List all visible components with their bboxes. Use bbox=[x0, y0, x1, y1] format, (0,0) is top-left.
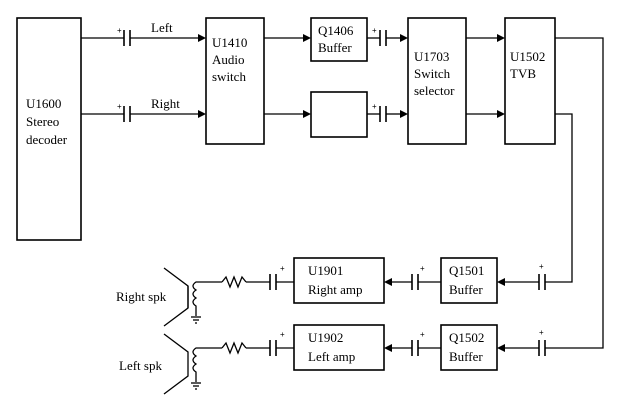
u1703-id: U1703 bbox=[414, 49, 449, 64]
u1600-id: U1600 bbox=[26, 96, 61, 111]
q1502-line2: Buffer bbox=[449, 349, 483, 364]
u1410-id: U1410 bbox=[212, 35, 247, 50]
u1902-id: U1902 bbox=[308, 330, 343, 345]
cap-polarity-q1501: + bbox=[539, 262, 544, 271]
u1600-line2: Stereo bbox=[26, 114, 59, 129]
wire-right-signal: + Right bbox=[81, 96, 206, 122]
right-speaker: Right spk bbox=[116, 267, 204, 327]
wire-u1410-to-q1406 bbox=[264, 34, 311, 42]
right-speaker-label: Right spk bbox=[116, 289, 167, 304]
cap-polarity-u1901: + bbox=[420, 264, 425, 273]
cap-polarity-left: + bbox=[117, 26, 122, 35]
u1502-id: U1502 bbox=[510, 49, 545, 64]
q1406-id: Q1406 bbox=[318, 23, 354, 38]
wire-u1902-to-left-speaker: + bbox=[204, 330, 294, 356]
block-u1703: U1703 Switch selector bbox=[407, 17, 467, 145]
wire-u1410-to-block bbox=[264, 110, 311, 118]
block-unlabeled bbox=[310, 91, 368, 138]
left-speaker-label: Left spk bbox=[119, 358, 162, 373]
u1703-line2: Switch bbox=[414, 66, 451, 81]
u1600-line3: decoder bbox=[26, 132, 68, 147]
block-u1901: U1901 Right amp bbox=[293, 257, 385, 304]
cap-polarity-right-spk: + bbox=[280, 264, 285, 273]
cap-polarity-q1406: + bbox=[372, 26, 377, 35]
wire-u1901-to-right-speaker: + bbox=[204, 264, 294, 290]
u1410-line3: switch bbox=[212, 69, 246, 84]
block-q1406: Q1406 Buffer bbox=[310, 17, 368, 62]
u1410-line2: Audio bbox=[212, 52, 245, 67]
q1502-id: Q1502 bbox=[449, 330, 484, 345]
cap-polarity-right: + bbox=[117, 102, 122, 111]
wire-q1502-to-u1902: + bbox=[384, 330, 441, 356]
q1406-line2: Buffer bbox=[318, 40, 352, 55]
block-q1502: Q1502 Buffer bbox=[440, 324, 498, 371]
cap-polarity-u1902: + bbox=[420, 330, 425, 339]
q1501-line2: Buffer bbox=[449, 282, 483, 297]
u1902-line2: Left amp bbox=[308, 349, 355, 364]
wire-u1703-to-u1502 bbox=[466, 34, 505, 118]
wire-left-signal: + Left bbox=[81, 20, 206, 46]
cap-polarity-block: + bbox=[372, 102, 377, 111]
block-u1902: U1902 Left amp bbox=[293, 324, 385, 371]
wire-q1501-to-u1901: + bbox=[384, 264, 441, 290]
wire-block-to-u1703: + bbox=[367, 102, 408, 122]
left-speaker: Left spk bbox=[119, 333, 204, 395]
wire-u1502-to-q1502: + bbox=[497, 37, 604, 356]
signal-label-left: Left bbox=[151, 20, 173, 35]
block-u1502: U1502 TVB bbox=[504, 17, 556, 145]
block-q1501: Q1501 Buffer bbox=[440, 257, 498, 304]
u1502-line2: TVB bbox=[510, 66, 536, 81]
wire-u1502-to-q1501: + bbox=[497, 113, 573, 290]
u1901-id: U1901 bbox=[308, 263, 343, 278]
signal-label-right: Right bbox=[151, 96, 180, 111]
u1703-line3: selector bbox=[414, 83, 455, 98]
block-u1410: U1410 Audio switch bbox=[205, 17, 265, 145]
q1501-id: Q1501 bbox=[449, 263, 484, 278]
block-u1600: U1600 Stereo decoder bbox=[16, 17, 82, 241]
u1901-line2: Right amp bbox=[308, 282, 363, 297]
cap-polarity-q1502: + bbox=[539, 328, 544, 337]
cap-polarity-left-spk: + bbox=[280, 330, 285, 339]
wire-q1406-to-u1703: + bbox=[367, 26, 408, 46]
